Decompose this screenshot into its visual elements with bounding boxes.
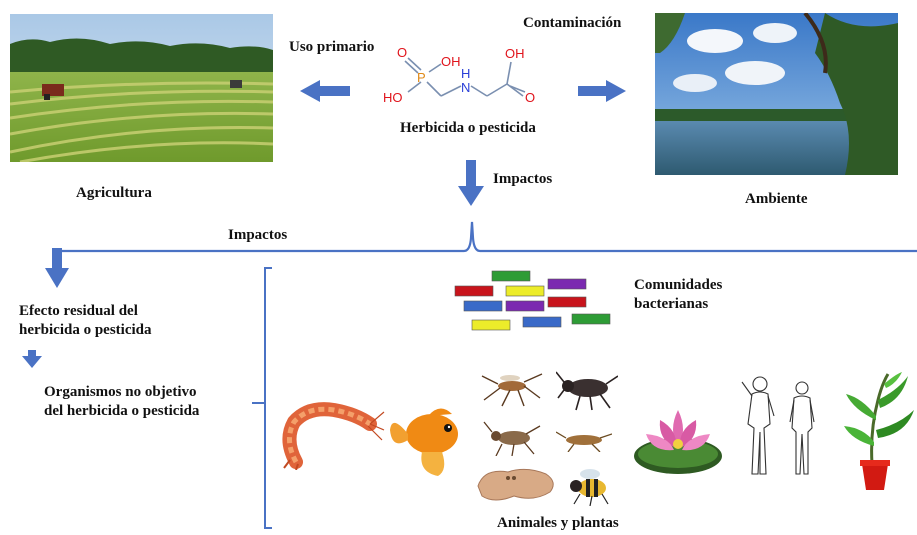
label-agricultura: Agricultura — [76, 185, 152, 201]
beetle-icon — [556, 371, 618, 411]
agriculture-field-photo — [10, 14, 273, 162]
arrow-down-impactos — [458, 160, 484, 206]
label-impactos-left: Impactos — [228, 227, 288, 243]
atom-oxygen-carbonyl: O — [525, 90, 535, 105]
impacts-branch-line — [60, 221, 917, 253]
bee-icon — [570, 469, 609, 506]
label-organismos-2: del herbicida o pesticida — [44, 403, 200, 419]
atom-hydroxyl-left: HO — [383, 90, 403, 105]
atom-hydrogen: H — [461, 66, 470, 81]
label-efecto-residual-2: herbicida o pesticida — [19, 322, 152, 338]
label-comunidades-2: bacterianas — [634, 296, 709, 312]
shrimp-icon — [282, 402, 385, 470]
label-uso-primario: Uso primario — [289, 39, 375, 55]
atom-hydroxyl-top: OH — [441, 54, 461, 69]
label-animales-plantas: Animales y plantas — [497, 515, 619, 531]
human-figures-icon — [741, 376, 815, 475]
atom-hydroxyl-acid: OH — [505, 46, 525, 61]
glyphosate-molecule: O P OH HO N H O OH — [375, 40, 565, 115]
goldfish-icon — [390, 408, 458, 476]
label-contaminacion: Contaminación — [523, 15, 622, 31]
arrow-right-contaminacion — [578, 80, 626, 102]
label-comunidades-1: Comunidades — [634, 277, 723, 293]
bug-icon — [483, 421, 541, 456]
mosquito-icon — [481, 373, 543, 407]
lake-environment-photo — [655, 13, 898, 175]
arrow-down-organismos — [22, 350, 42, 368]
arrow-left-uso-primario — [300, 80, 350, 102]
lotus-icon — [634, 410, 722, 474]
bacteria-icon — [454, 270, 611, 331]
organisms-bracket — [252, 267, 272, 529]
flatworm-icon — [477, 468, 554, 501]
label-organismos-1: Organismos no objetivo — [44, 384, 197, 400]
atom-phosphorus: P — [417, 70, 426, 85]
label-ambiente: Ambiente — [745, 191, 808, 207]
arrow-down-efecto — [45, 248, 69, 288]
atom-oxygen: O — [397, 45, 407, 60]
cricket-icon — [556, 431, 612, 452]
potted-plant-icon — [844, 372, 914, 490]
label-impactos-center: Impactos — [493, 171, 553, 187]
label-efecto-residual-1: Efecto residual del — [19, 303, 138, 319]
atom-nitrogen: N — [461, 80, 470, 95]
label-herbicida: Herbicida o pesticida — [400, 120, 536, 136]
